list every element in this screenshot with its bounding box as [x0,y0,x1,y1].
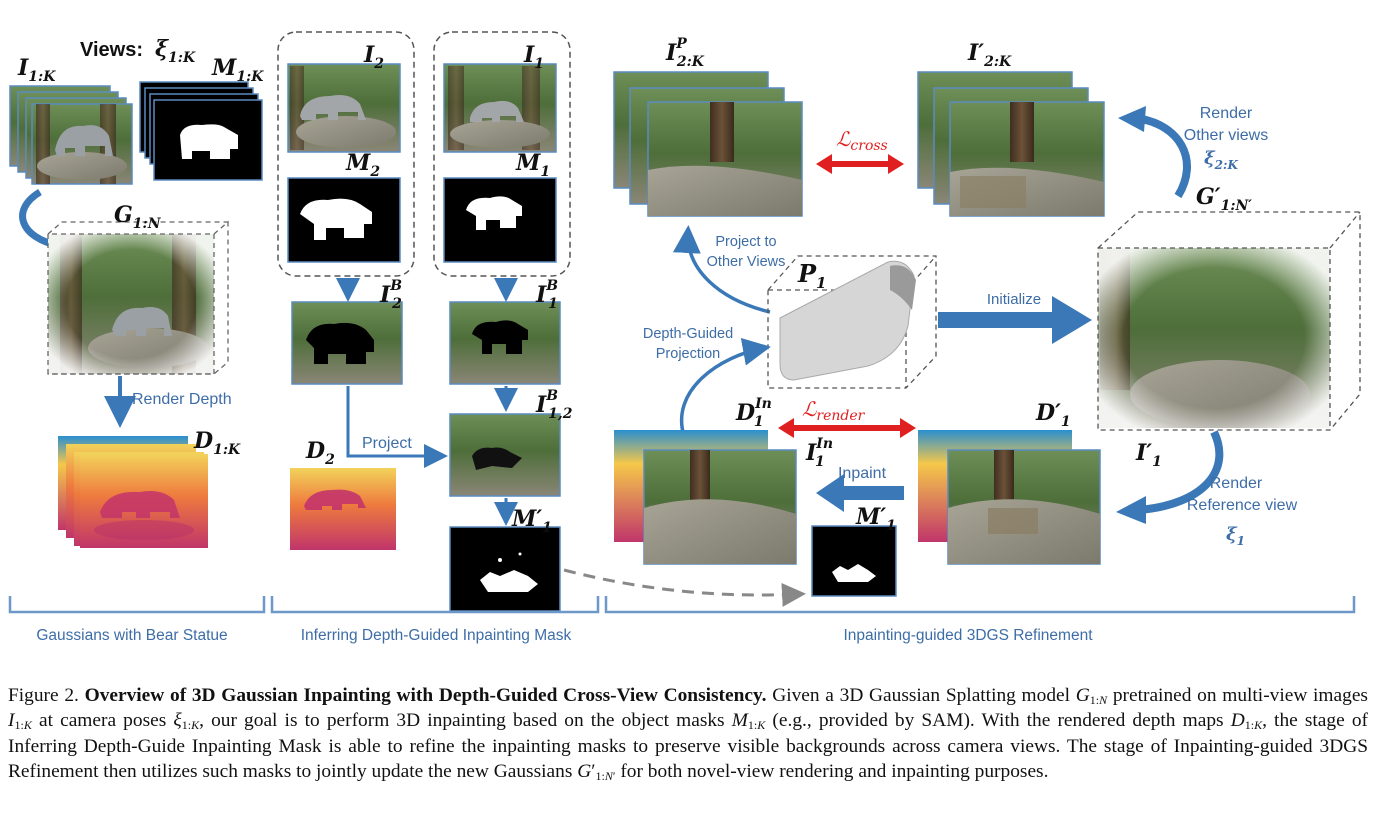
project-label: Project [362,435,412,452]
project-other-curved-arrow [672,225,771,314]
input-masks-stack [139,81,263,181]
svg-text:ℒrender: ℒrender [802,397,866,424]
svg-text:P1: P1 [797,259,826,292]
render-ref-label-2: Reference view [1187,497,1298,514]
view-2-group [277,31,415,277]
svg-text:G1:N: G1:N [114,202,162,232]
section-2-label: Inferring Depth-Guided Inpainting Mask [301,627,572,644]
svg-text:M′1: M′1 [855,504,896,534]
inpainted-view-with-depth [614,430,797,565]
render-other-curved-arrow [1135,114,1191,199]
svg-text:ℒcross: ℒcross [836,127,888,154]
svg-text:D′1: D′1 [1035,400,1071,430]
render-red-arrow-cross [816,154,904,174]
depth-map-2 [290,468,396,550]
svg-text:I′1: I′1 [1135,440,1162,470]
project-other-label-2: Other Views [707,254,786,270]
gaussian-model-cube [47,220,229,375]
views-label: Views: [80,39,143,61]
section-2-bracket [270,596,600,614]
caption-body-6: , the stage of Inferring Depth-Guide Inp… [8,710,1368,783]
image-1-blacked [449,301,561,385]
render-other-label-2: Other views [1184,127,1268,144]
svg-text:I2: I2 [363,42,384,72]
inpaint-label: Inpaint [838,465,887,482]
svg-text:ξ2:K: ξ2:K [1204,148,1238,172]
figure-diagram: I1:K M1:K ξ1:K G1:N D1:K I2 M2 I1 M1 IB2… [8,31,1361,644]
depth-guided-label-2: Projection [656,346,720,362]
svg-text:D2: D2 [305,438,335,468]
svg-text:I′2:K: I′2:K [967,40,1012,70]
input-images-stack [9,85,133,185]
caption-body-4: , our goal is to perform 3D inpainting b… [199,710,725,732]
render-other-label-1: Render [1200,105,1253,122]
caption-body-5: (e.g., provided by SAM). With the render… [772,710,1224,732]
caption-body-1: Given a 3D Gaussian Splatting model [772,685,1071,706]
refined-mask-small [811,525,897,597]
image-2-blacked [291,301,403,385]
svg-text:M1:K: M1:K [211,55,264,85]
initialize-label: Initialize [987,291,1041,308]
caption-title: Overview of 3D Gaussian Inpainting with … [84,685,767,706]
section-3-label: Inpainting-guided 3DGS Refinement [843,627,1093,644]
svg-text:ξ1: ξ1 [1226,524,1245,548]
section-1-label: Gaussians with Bear Statue [36,627,227,644]
initialize-arrow [938,296,1092,344]
project-other-label-1: Project to [715,234,776,250]
dashed-mask-arrow [563,568,806,607]
render-other-curved-arrow-head [1118,106,1146,132]
render-ref-curved-arrow [1139,430,1224,514]
figure-caption: Figure 2. Overview of 3D Gaussian Inpain… [8,685,1368,784]
svg-text:I1: I1 [523,42,544,72]
rendered-other-views-stack [917,71,1105,217]
new-gaussians-cube [1097,211,1361,431]
refined-mask-1 [449,526,561,612]
caption-body-7: for both novel-view rendering and inpain… [620,761,1049,783]
render-ref-curved-arrow-head [1116,496,1146,524]
caption-body-3: at camera poses [38,710,167,732]
svg-text:M′1: M′1 [511,506,552,536]
mask-2 [287,177,401,263]
image-1 [443,63,557,153]
image-12-projected [449,413,561,497]
svg-text:ξ1:K: ξ1:K [155,36,196,66]
depth-maps-stack [58,436,208,548]
caption-body-2: pretrained on multi-view images [1112,685,1368,706]
point-cloud-cube [767,255,937,389]
view-1-group [433,31,571,277]
svg-text:I1:K: I1:K [17,55,56,85]
image-2 [287,63,401,153]
svg-text:M2: M2 [345,150,380,180]
svg-text:D1:K: D1:K [193,428,241,458]
svg-text:M1: M1 [515,150,550,180]
depth-guided-label-1: Depth-Guided [643,326,733,342]
section-1-bracket [8,596,266,614]
caption-figure-label: Figure 2. [8,685,79,706]
rendered-reference-with-depth [918,430,1101,565]
svg-text:IB1,2: IB1,2 [535,388,573,422]
depth-guided-curved-arrow [680,337,771,437]
render-red-arrow-render [778,418,916,438]
render-ref-label-1: Render [1210,475,1263,492]
svg-text:G′1:N′: G′1:N′ [1196,184,1252,214]
projected-images-stack [613,71,803,217]
svg-text:IP2:K: IP2:K [665,36,705,70]
section-3-bracket [604,596,1356,614]
project-arrow [346,386,448,468]
mask-1 [443,177,557,263]
inpaint-arrow [816,474,904,512]
render-depth-label: Render Depth [132,391,232,408]
